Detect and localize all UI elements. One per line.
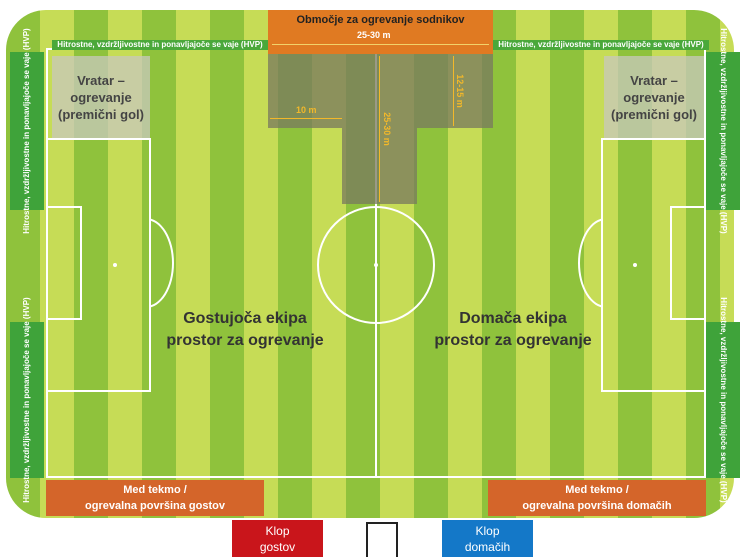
center-spot — [374, 263, 378, 267]
away-area-line1: Med tekmo / — [123, 484, 187, 496]
bench-away: Klop gostov — [232, 520, 323, 557]
goalkeeper-left-line1: Vratar – — [77, 73, 125, 88]
hvp-band-left-upper: Hitrostne, vzdržljivostne in ponavljajoč… — [10, 28, 44, 234]
hvp-band-top-right: Hitrostne, vzdržljivostne in ponavljajoč… — [493, 40, 709, 50]
hvp-band-top-right-label: Hitrostne, vzdržljivostne in ponavljajoč… — [498, 40, 704, 49]
bench-away-line2: gostov — [259, 540, 296, 554]
left-penalty-spot — [113, 263, 117, 267]
hvp-band-left-lower-label: Hitrostne, vzdržljivostne in ponavljajoč… — [22, 297, 31, 503]
goalkeeper-right-line1: Vratar – — [630, 73, 678, 88]
goalkeeper-zone-left: Vratar – ogrevanje (premični gol) — [52, 56, 150, 138]
bench-home: Klop domačih — [442, 520, 533, 557]
center-circle — [317, 206, 435, 324]
goalkeeper-right-line3: (premični gol) — [611, 107, 697, 122]
hvp-band-top-left-label: Hitrostne, vzdržljivostne in ponavljajoč… — [57, 40, 263, 49]
home-team-line2: prostor za ogrevanje — [434, 332, 592, 349]
referee-zone-depth-b-label: 25-30 m — [381, 112, 392, 146]
right-goal-area — [670, 206, 706, 320]
home-area-line1: Med tekmo / — [565, 484, 629, 496]
technical-area-marker — [366, 522, 398, 557]
hvp-band-left-upper-label: Hitrostne, vzdržljivostne in ponavljajoč… — [22, 28, 31, 234]
home-during-match-area: Med tekmo / ogrevalna površina domačih — [488, 480, 706, 516]
away-team-line1: Gostujoča ekipa — [183, 310, 307, 327]
home-team-line1: Domača ekipa — [459, 310, 567, 327]
referee-zone-depth-b-arrow — [379, 56, 380, 202]
away-team-warmup-label: Gostujoča ekipa prostor za ogrevanje — [150, 308, 340, 352]
goalkeeper-zone-right: Vratar – ogrevanje (premični gol) — [604, 56, 704, 138]
hvp-band-left-lower: Hitrostne, vzdržljivostne in ponavljajoč… — [10, 297, 44, 503]
goalkeeper-left-line2: ogrevanje — [70, 90, 132, 105]
goalkeeper-right-line2: ogrevanje — [623, 90, 685, 105]
referee-zone-title: Območje za ogrevanje sodnikov — [296, 14, 465, 26]
bench-home-line1: Klop — [475, 524, 500, 538]
hvp-band-right-lower: Hitrostne, vzdržljivostne in ponavljajoč… — [706, 297, 740, 503]
hvp-band-right-lower-label: Hitrostne, vzdržljivostne in ponavljajoč… — [719, 297, 728, 503]
right-penalty-spot — [633, 263, 637, 267]
left-goal-area — [46, 206, 82, 320]
referee-zone-depth-a-label: 12-15 m — [454, 74, 465, 108]
hvp-band-top-left: Hitrostne, vzdržljivostne in ponavljajoč… — [52, 40, 268, 50]
referee-zone-header: Območje za ogrevanje sodnikov — [268, 10, 493, 54]
bench-home-line2: domačih — [464, 540, 511, 554]
referee-zone-arm-label: 10 m — [296, 105, 317, 115]
bench-away-line1: Klop — [265, 524, 290, 538]
referee-zone-width-arrow — [272, 44, 489, 45]
home-team-warmup-label: Domača ekipa prostor za ogrevanje — [418, 308, 608, 352]
referee-zone-width-label: 25-30 m — [357, 30, 391, 40]
away-during-match-area: Med tekmo / ogrevalna površina gostov — [46, 480, 264, 516]
home-area-line2: ogrevalna površina domačih — [522, 500, 672, 512]
away-area-line2: ogrevalna površina gostov — [85, 500, 225, 512]
hvp-band-right-upper: Hitrostne, vzdržljivostne in ponavljajoč… — [706, 28, 740, 234]
away-team-line2: prostor za ogrevanje — [166, 332, 324, 349]
hvp-band-right-upper-label: Hitrostne, vzdržljivostne in ponavljajoč… — [719, 28, 728, 234]
referee-zone-arm-arrow — [270, 118, 342, 119]
referee-zone-top — [268, 54, 493, 128]
referee-zone-depth-a-arrow — [453, 56, 454, 126]
goalkeeper-left-line3: (premični gol) — [58, 107, 144, 122]
